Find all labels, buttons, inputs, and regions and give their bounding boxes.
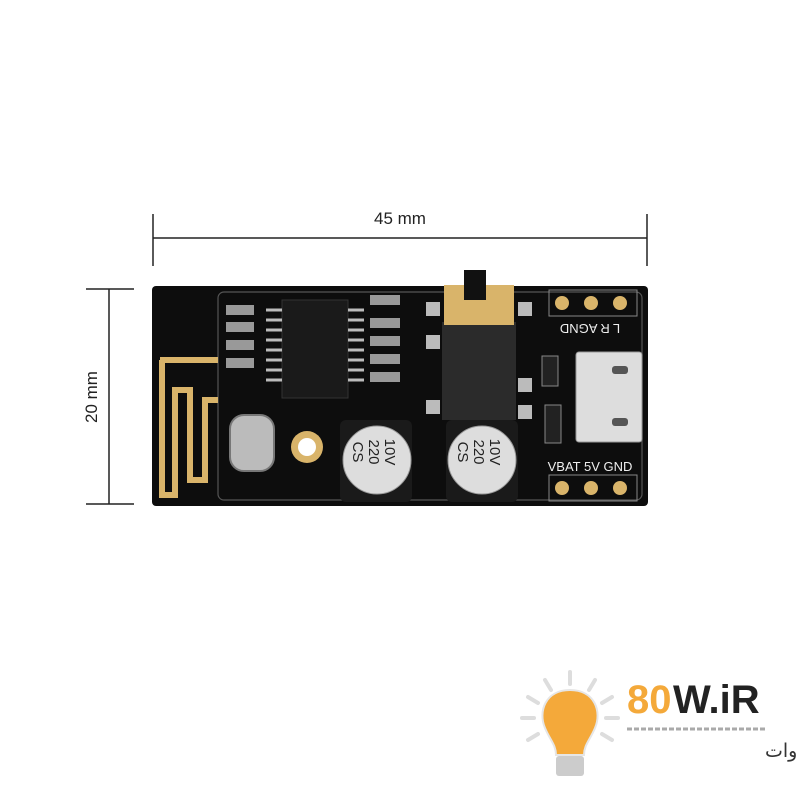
brand-prefix: 80	[627, 678, 672, 722]
top-header-pins	[548, 289, 638, 317]
svg-text:CS: CS	[454, 442, 471, 463]
capacitor-2: 10V 220 CS	[446, 420, 518, 502]
bottom-header-pins	[548, 474, 638, 502]
diode	[541, 355, 559, 387]
width-dimension: 45 mm	[152, 209, 648, 266]
svg-text:10V: 10V	[381, 439, 398, 466]
height-dimension: 20 mm	[82, 288, 134, 505]
svg-text:10V: 10V	[486, 439, 503, 466]
brand-suffix: W.iR	[673, 678, 760, 722]
audio-jack	[426, 270, 532, 420]
brand-tagline: فروشگاه ۸۰ وات	[765, 739, 800, 762]
height-label: 20 mm	[82, 371, 101, 423]
crystal-oscillator	[229, 414, 275, 472]
resistor-array-right	[370, 295, 400, 382]
micro-usb-port	[575, 351, 643, 443]
diode	[544, 404, 562, 444]
svg-text:CS: CS	[349, 442, 366, 463]
capacitor-1: 10V 220 CS	[340, 420, 412, 502]
top-header-labels: L R AGND	[560, 321, 620, 336]
antenna-trace	[159, 357, 218, 498]
bottom-header-labels: VBAT 5V GND	[548, 459, 633, 474]
brand-logo: 80 W.iR فروشگاه ۸۰ وات	[520, 670, 800, 776]
main-ic	[266, 299, 364, 399]
bluetooth-audio-pcb: 10V 220 CS 10V 220 CS	[152, 270, 648, 506]
width-label: 45 mm	[374, 209, 426, 228]
resistor-array-left	[226, 305, 254, 368]
svg-text:220: 220	[365, 439, 382, 464]
lightbulb-icon	[520, 670, 620, 742]
svg-text:220: 220	[470, 439, 487, 464]
